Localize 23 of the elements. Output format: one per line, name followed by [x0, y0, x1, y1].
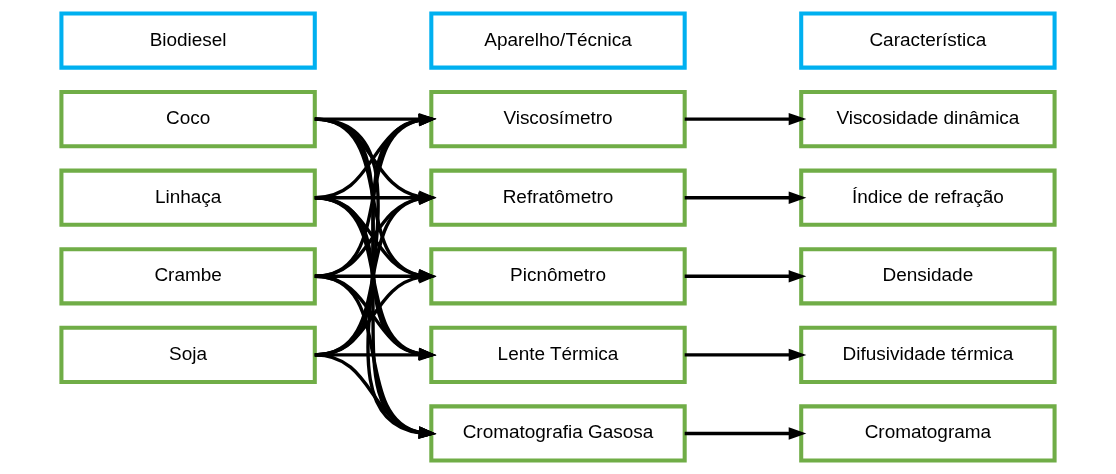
node-box: Picnômetro	[429, 247, 687, 306]
node-box: Cromatograma	[799, 404, 1057, 463]
arrow	[684, 348, 807, 362]
node-box: Índice de refração	[799, 168, 1057, 227]
node-box: Viscosidade dinâmica	[799, 90, 1057, 149]
node-box: Característica	[799, 11, 1057, 70]
node-box: Difusividade térmica	[799, 325, 1057, 384]
node-box: Refratômetro	[429, 168, 687, 227]
arrow	[314, 353, 437, 439]
node-box: Linhaça	[59, 168, 317, 227]
arrow	[684, 427, 807, 440]
node-box: Coco	[59, 90, 317, 149]
node-box: Densidade	[799, 247, 1057, 306]
node-box: Aparelho/Técnica	[429, 11, 687, 70]
arrow	[684, 112, 807, 126]
node-box: Biodiesel	[59, 11, 317, 70]
arrow	[684, 191, 807, 204]
node-box: Lente Térmica	[429, 325, 687, 384]
node-box: Crambe	[59, 247, 317, 306]
node-box: Viscosímetro	[429, 90, 687, 149]
node-box: Cromatografia Gasosa	[429, 404, 687, 463]
arrow	[684, 270, 807, 283]
node-box: Soja	[59, 325, 317, 384]
